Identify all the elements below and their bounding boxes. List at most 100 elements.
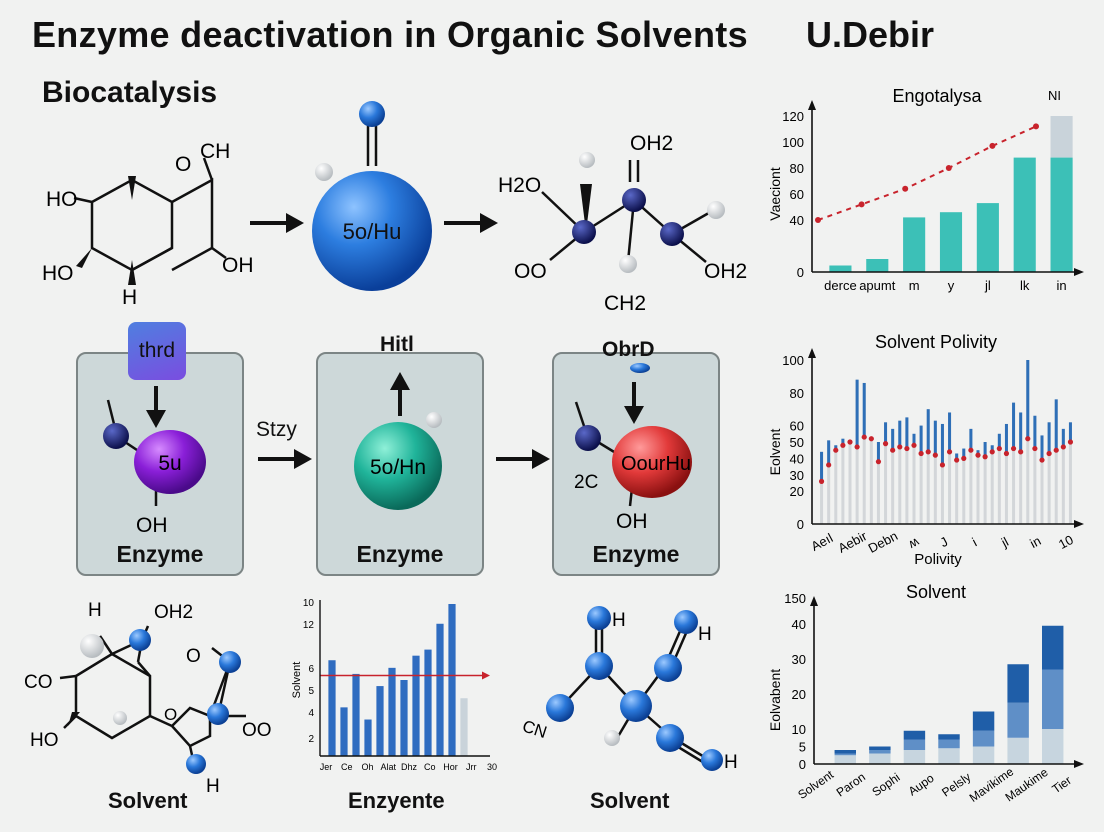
chart2-stem-5 [855, 379, 859, 524]
chart2-bar-12 [905, 417, 909, 449]
chart2-xtick-4: J [937, 534, 950, 550]
chart2-bar-17 [940, 423, 944, 465]
blob-label-5ohn: 5o/Hn [370, 456, 426, 479]
chart2-dot-9 [882, 441, 889, 447]
chart2-stem-11 [898, 420, 902, 524]
chart2-xtick-2: Debn [866, 528, 900, 556]
page-title: Enzyme deactivation in Organic Solvents [32, 14, 748, 55]
chart1-bar-4 [976, 203, 999, 272]
chart1-bar-2 [903, 217, 926, 272]
bl-atom-o2: O [164, 705, 177, 724]
chart1-bar-6 [1050, 157, 1073, 272]
chart2-dot-4 [847, 439, 853, 445]
chart2-stem-12 [905, 417, 909, 524]
bl-atom-oh2: OH2 [154, 602, 193, 623]
chart1-y-arrow [808, 100, 816, 110]
arrow-4-icon [496, 449, 550, 469]
chart4-bar-0-series-2 [834, 750, 857, 754]
chart2-stem-8 [876, 442, 880, 524]
mol3-atom-oo: OO [514, 260, 547, 283]
chart2-ytick-4: 50 [790, 435, 804, 450]
chart2-bar-33 [1054, 399, 1058, 451]
author-name: U.Debir [806, 14, 935, 55]
chart-solvent-polivity: Solvent PolivityEolventPolivity020304050… [767, 332, 1084, 568]
chart4-ytick-1: 5 [799, 740, 806, 755]
chart4-ytick-4: 30 [792, 652, 806, 667]
chart2-stem-2 [834, 445, 838, 524]
arrow-1-icon [250, 213, 304, 233]
enzyme-panel-1-art: 5u OH [103, 386, 206, 537]
chart1-xtick-5: lk [1020, 278, 1030, 293]
chart3-xtick-5: Co [424, 762, 436, 772]
bl-atom-h-bottom: H [206, 776, 220, 796]
br-atom-h1: H [612, 610, 626, 631]
chart2-stem-3 [841, 438, 845, 524]
chart2-dot-27 [1010, 445, 1017, 452]
chart3-xtick-3: Alat [380, 762, 396, 772]
central-molecule: 5o/Hu [312, 101, 432, 291]
chart4-xtick-1: Paron [834, 770, 868, 800]
chart2-dot-1 [826, 462, 832, 468]
chart2-dot-11 [897, 444, 903, 450]
bl-atom-o1: O [186, 646, 201, 667]
panel3-left-label: 2C [574, 472, 598, 493]
br-atom-h3: H [724, 752, 738, 773]
chart2-title: Solvent Polivity [875, 332, 997, 352]
chart4-bar-0-series-0 [834, 755, 857, 764]
mol1-atom-o: O [175, 153, 191, 176]
chart3-bar-2 [352, 673, 360, 756]
chart3-xtick-4: Dhz [401, 762, 418, 772]
enzyme-panel-1-label: Enzyme [116, 541, 204, 567]
chart2-stem-35 [1068, 422, 1072, 524]
chart2-dot-30 [1032, 445, 1038, 452]
chart3-reference-arrow [482, 671, 490, 680]
chart2-dot-3 [840, 442, 846, 448]
chart1-trend-label: NI [1048, 88, 1061, 103]
chart1-trend-point-1 [858, 201, 865, 208]
chart2-dot-23 [982, 454, 988, 460]
chart4-bar-0-series-1 [834, 753, 857, 756]
chart1-ylabel: Vaeciont [767, 167, 783, 221]
chart2-stem-7 [869, 438, 873, 524]
chart2-ytick-0: 0 [797, 517, 804, 532]
chart2-ytick-2: 30 [790, 468, 804, 483]
chart4-ytick-2: 10 [792, 722, 806, 737]
chart2-stem-28 [1019, 412, 1023, 524]
chart2-stem-18 [948, 412, 952, 524]
chart3-ytick-1: 4 [308, 708, 314, 719]
chart2-bar-32 [1047, 422, 1051, 454]
chart4-ytick-0: 0 [799, 757, 806, 772]
chart3-ytick-0: 2 [308, 734, 314, 745]
chart1-bar-3 [939, 212, 963, 272]
chart2-xtick-8: 10 [1056, 532, 1076, 552]
panel3-oh: OH [616, 510, 648, 533]
chart2-stem-30 [1033, 415, 1037, 524]
chart3-ylabel: Solvent [291, 662, 303, 699]
chart2-xtick-1: Aebir [835, 528, 869, 556]
panel2-top-label: Hitl [380, 333, 414, 356]
chart2-stem-34 [1061, 428, 1065, 524]
chart4-bar-4-series-2 [972, 711, 995, 731]
mol1-atom-ho1: HO [46, 188, 78, 211]
chart4-bar-5-series-2 [1007, 664, 1029, 703]
chart2-dot-19 [954, 457, 960, 463]
chart2-dot-26 [1003, 450, 1010, 457]
enzyme-panel-3-label: Enzyme [592, 541, 680, 567]
chart4-bar-2-series-0 [903, 750, 926, 764]
chart1-xtick-1: apumt [859, 278, 896, 293]
chart3-xtick-6: Hor [443, 762, 458, 772]
chart3-bar-11 [460, 698, 468, 756]
bl-atom-co: CO [24, 672, 53, 693]
chart2-stem-9 [884, 422, 888, 524]
chart2-stem-16 [933, 420, 937, 524]
tag-thrd: thrd [128, 322, 186, 380]
chart2-stem-27 [1012, 402, 1016, 524]
chart1-ytick-0: 0 [797, 265, 804, 280]
chart2-ylabel: Eolvent [767, 429, 783, 476]
chart2-xtick-0: Aeıl [808, 530, 835, 554]
chart-solvent-stacked: SolventEolvabent0510203040150SolventParo… [767, 582, 1084, 805]
chart2-stem-33 [1054, 399, 1058, 524]
chart4-ytick-3: 20 [792, 687, 806, 702]
chart2-dot-29 [1025, 436, 1031, 442]
